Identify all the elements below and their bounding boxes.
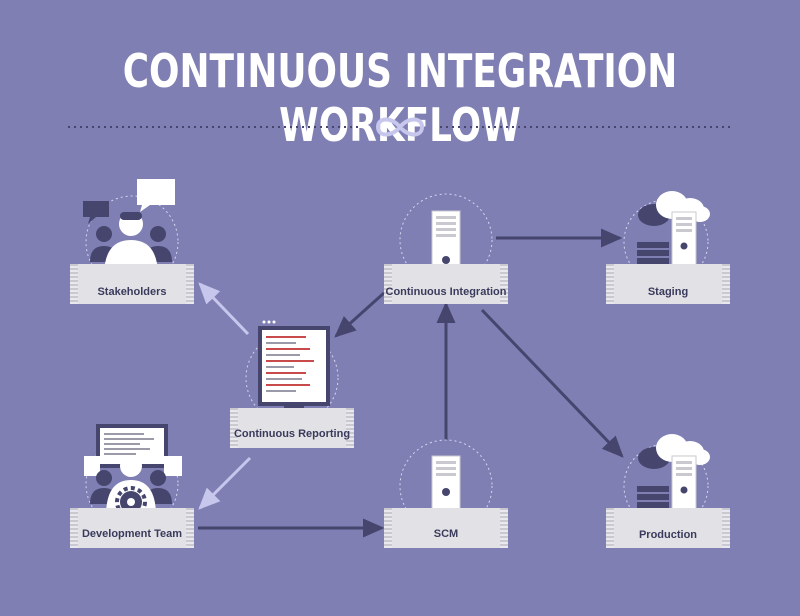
arrow-ci-to-reporting [334, 291, 386, 338]
chat-bubble-icon [83, 179, 175, 224]
label-stakeholders: Stakeholders [97, 286, 166, 298]
node-continuous-integration: Continuous Integration [384, 193, 508, 304]
label-staging: Staging [648, 286, 688, 298]
node-production: Production [606, 434, 730, 548]
gear-icon [115, 486, 147, 518]
label-continuous-reporting: Continuous Reporting [234, 428, 350, 440]
arrows [198, 228, 624, 538]
label-development-team: Development Team [82, 528, 182, 540]
node-continuous-reporting: Continuous Reporting [230, 320, 354, 448]
arrow-reporting-to-dev [198, 456, 252, 510]
divider [68, 117, 732, 137]
label-scm: SCM [434, 528, 458, 540]
infinity-icon [375, 117, 425, 137]
node-development-team: Development Team [70, 424, 194, 548]
node-staging: Staging [606, 191, 730, 304]
arrow-reporting-to-stakeholders [198, 282, 250, 336]
label-continuous-integration: Continuous Integration [386, 286, 507, 298]
node-scm: SCM [384, 439, 508, 548]
monitor-icon [258, 320, 330, 415]
node-stakeholders: Stakeholders [70, 179, 194, 304]
arrow-ci-to-production [480, 308, 624, 458]
label-production: Production [639, 529, 697, 541]
